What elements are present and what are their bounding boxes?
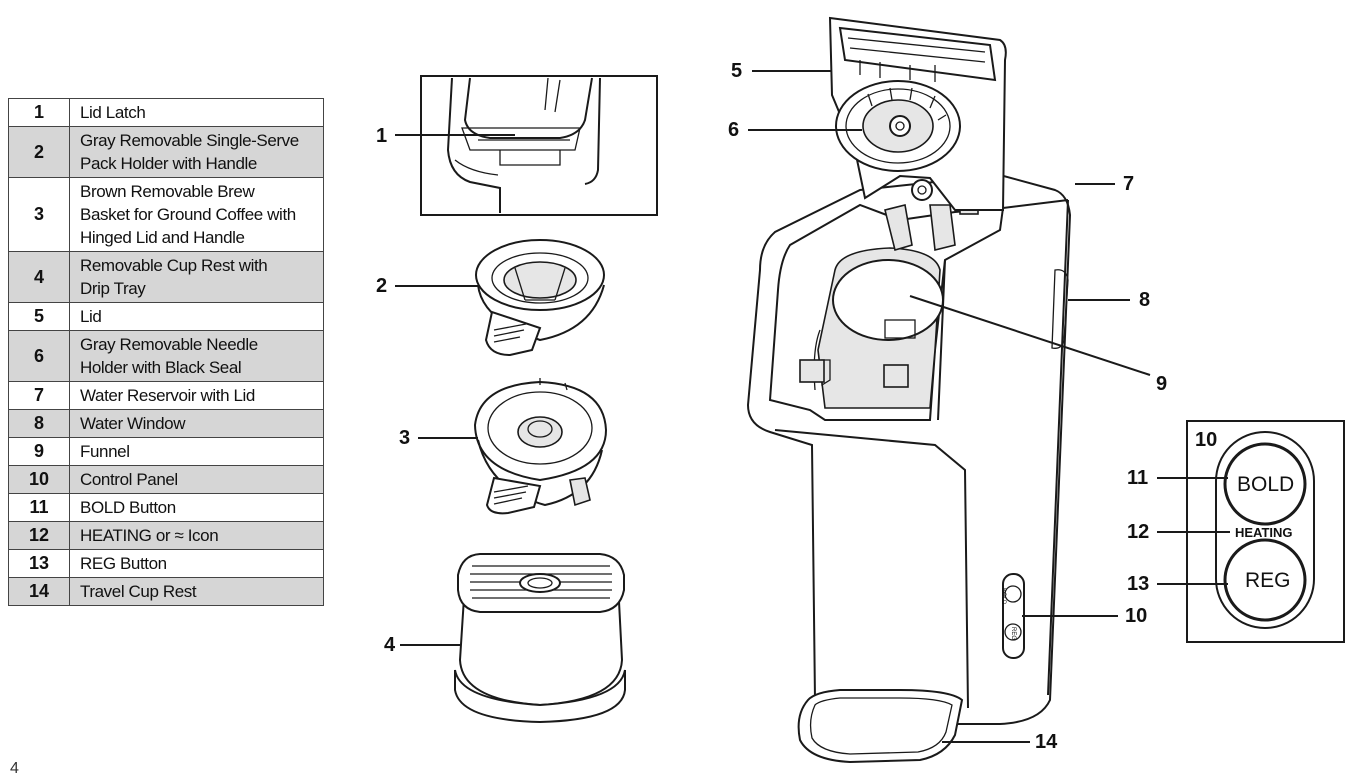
part-description-line: Hinged Lid and Handle <box>80 228 245 247</box>
callout-12: 12 <box>1127 521 1150 543</box>
part-description-line: Control Panel <box>80 470 178 489</box>
callout-lines <box>395 70 1151 743</box>
callout-10-machine: 10 <box>1125 605 1148 627</box>
part-description-line: Holder with Black Seal <box>80 358 242 377</box>
part-description-line: Lid Latch <box>80 103 146 122</box>
part-description-line: Basket for Ground Coffee with <box>80 205 296 224</box>
part-description: Lid <box>69 302 324 331</box>
callout-9: 9 <box>1156 373 1168 395</box>
part-description: Water Window <box>69 409 324 438</box>
part-number: 8 <box>8 409 70 438</box>
callout-1: 1 <box>376 125 388 147</box>
callout-5: 5 <box>731 60 743 82</box>
coffee-maker-illustration <box>746 16 1072 764</box>
part-description-line: HEATING or ≈ Icon <box>80 526 219 545</box>
heating-indicator-label: HEATING <box>1235 525 1293 540</box>
callout-10-panel: 10 <box>1195 429 1218 451</box>
part-number: 7 <box>8 381 70 410</box>
part-number: 14 <box>8 577 70 606</box>
page-number: 4 <box>10 760 19 777</box>
callout-8: 8 <box>1139 289 1151 311</box>
reg-button: REG <box>1245 569 1291 592</box>
part-description-line: Water Window <box>80 414 186 433</box>
part-description-line: Gray Removable Needle <box>80 335 258 354</box>
pack-holder-illustration <box>475 239 605 357</box>
brew-basket-illustration <box>473 378 608 515</box>
callout-3: 3 <box>399 427 411 449</box>
callout-4: 4 <box>384 634 396 656</box>
part-description-line: Travel Cup Rest <box>80 582 197 601</box>
callout-11: 11 <box>1127 467 1149 489</box>
part-description-line: Lid <box>80 307 102 326</box>
side-reg-label: REG <box>1010 627 1016 641</box>
callout-13: 13 <box>1127 573 1150 595</box>
part-description: Water Reservoir with Lid <box>69 381 324 410</box>
part-description-line: Drip Tray <box>80 279 146 298</box>
parts-row: 14 Travel Cup Rest <box>8 577 324 606</box>
lid-latch-detail <box>420 75 658 216</box>
side-bold-label: BOLD <box>1000 588 1006 605</box>
part-description: Control Panel <box>69 465 324 494</box>
parts-row: 12 HEATING or ≈ Icon <box>8 521 324 550</box>
parts-row: 5 Lid <box>8 302 324 331</box>
part-description-line: Water Reservoir with Lid <box>80 386 255 405</box>
part-number: 5 <box>8 302 70 331</box>
part-number: 10 <box>8 465 70 494</box>
callout-7: 7 <box>1123 173 1135 195</box>
cup-rest-illustration <box>454 553 626 724</box>
part-description-line: REG Button <box>80 554 167 573</box>
part-number: 2 <box>8 126 70 178</box>
part-number: 3 <box>8 177 70 252</box>
part-description: HEATING or ≈ Icon <box>69 521 324 550</box>
part-description-line: BOLD Button <box>80 498 176 517</box>
parts-row: 13 REG Button <box>8 549 324 578</box>
part-number: 6 <box>8 330 70 382</box>
part-number: 12 <box>8 521 70 550</box>
parts-row: 7 Water Reservoir with Lid <box>8 381 324 410</box>
parts-row: 8 Water Window <box>8 409 324 438</box>
callout-14: 14 <box>1035 731 1058 753</box>
part-description-line: Brown Removable Brew <box>80 182 255 201</box>
part-description-line: Pack Holder with Handle <box>80 154 257 173</box>
part-description-line: Gray Removable Single-Serve <box>80 131 299 150</box>
part-description-line: Funnel <box>80 442 130 461</box>
part-description: Travel Cup Rest <box>69 577 324 606</box>
bold-button: BOLD <box>1237 473 1295 496</box>
callout-6: 6 <box>728 119 740 141</box>
callout-2: 2 <box>376 275 388 297</box>
parts-row: 10 Control Panel <box>8 465 324 494</box>
part-number: 13 <box>8 549 70 578</box>
control-panel-detail <box>1157 420 1345 643</box>
part-description-line: Removable Cup Rest with <box>80 256 268 275</box>
